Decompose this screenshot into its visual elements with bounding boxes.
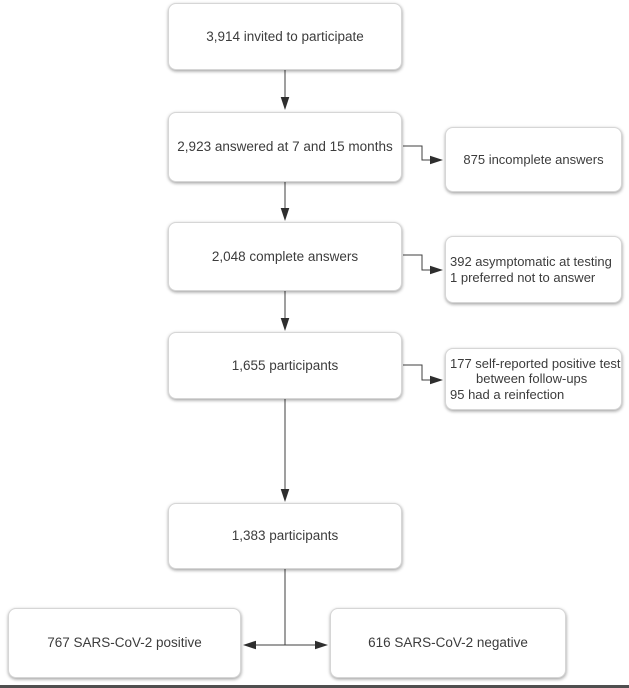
node-asymptomatic-excluded: 392 asymptomatic at testing 1 preferred … (445, 236, 622, 303)
node-1655-participants-label: 1,655 participants (231, 357, 339, 373)
node-1655-participants: 1,655 participants (168, 332, 402, 399)
node-incomplete-answers: 875 incomplete answers (445, 127, 622, 192)
node-selfreported-line-2: between follow-ups (476, 371, 588, 387)
arrow-complete-to-1655 (280, 291, 290, 331)
node-asymptomatic-line-2: 1 preferred not to answer (450, 269, 596, 285)
node-incomplete-answers-label: 875 incomplete answers (463, 151, 604, 167)
arrow-invited-to-answered (280, 70, 290, 110)
node-answered-7-15-months: 2,923 answered at 7 and 15 months (168, 112, 402, 182)
node-asymptomatic-line-1: 392 asymptomatic at testing (450, 254, 612, 269)
figure-bottom-rule (0, 685, 629, 688)
node-invited-label: 3,914 invited to participate (206, 28, 364, 44)
node-sars-cov-2-negative: 616 SARS-CoV-2 negative (330, 608, 566, 678)
node-sars-cov-2-positive-label: 767 SARS-CoV-2 positive (47, 635, 202, 650)
node-1383-participants-label: 1,383 participants (231, 528, 339, 543)
arrow-answered-to-incomplete (403, 145, 443, 165)
node-complete-answers: 2,048 complete answers (168, 222, 402, 291)
node-selfreported-line-3: 95 had a reinfection (450, 386, 565, 402)
arrow-1655-to-selfreported (403, 364, 443, 385)
node-answered-label: 2,923 answered at 7 and 15 months (177, 139, 393, 154)
node-selfreported-line-1: 177 self-reported positive test (450, 355, 621, 371)
node-sars-cov-2-positive: 767 SARS-CoV-2 positive (8, 608, 241, 678)
arrow-1655-to-1383 (280, 399, 290, 502)
node-1383-participants: 1,383 participants (168, 503, 402, 569)
arrow-answered-to-complete (280, 182, 290, 221)
node-complete-answers-label: 2,048 complete answers (211, 248, 359, 264)
node-invited: 3,914 invited to participate (168, 3, 402, 70)
node-selfreported-excluded: 177 self-reported positive test between … (445, 348, 622, 410)
node-sars-cov-2-negative-label: 616 SARS-CoV-2 negative (368, 635, 528, 650)
arrow-split-to-outcomes (243, 640, 328, 650)
arrow-complete-to-asymptomatic (403, 254, 443, 275)
